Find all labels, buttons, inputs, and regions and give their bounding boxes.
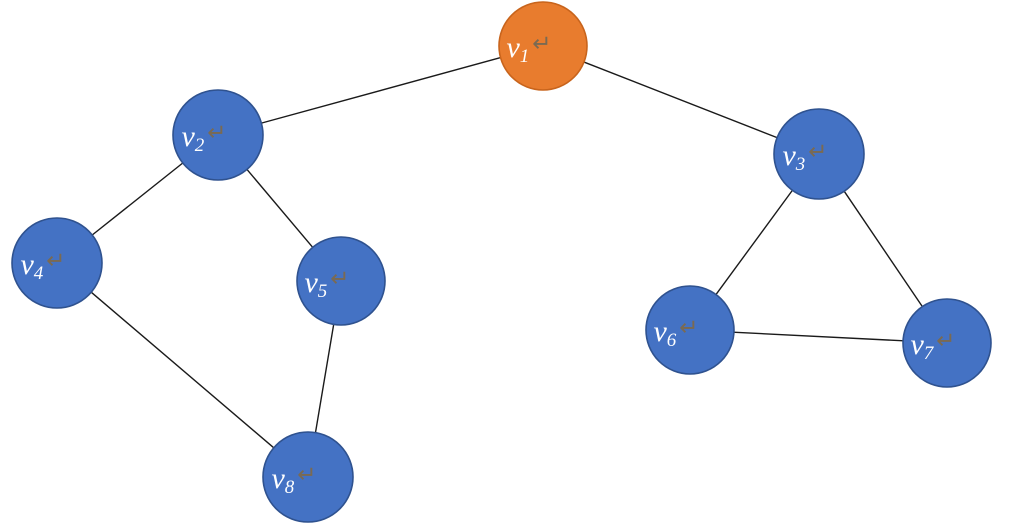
node-return-glyph-v6: ↵ bbox=[679, 315, 698, 341]
node-return-glyph-v1: ↵ bbox=[532, 31, 551, 57]
graph-node-v2[interactable]: v2↵ bbox=[172, 89, 264, 181]
node-label-subscript-v8: 8 bbox=[285, 477, 295, 498]
node-label-base-v1: v bbox=[506, 31, 520, 64]
graph-node-v3[interactable]: v3↵ bbox=[773, 108, 865, 200]
node-circle-v7[interactable] bbox=[902, 298, 992, 388]
node-label-base-v6: v bbox=[653, 315, 667, 348]
node-circle-v3[interactable] bbox=[773, 108, 865, 200]
node-circle-v6[interactable] bbox=[645, 285, 735, 375]
node-label-subscript-v7: 7 bbox=[924, 343, 935, 364]
node-label-v1: v1↵ bbox=[506, 31, 551, 68]
graph-edge-v2-v5 bbox=[245, 168, 314, 249]
node-label-v5: v5↵ bbox=[304, 266, 349, 303]
node-label-base-v5: v bbox=[304, 266, 318, 299]
node-label-v6: v6↵ bbox=[653, 315, 698, 352]
node-circle-v4[interactable] bbox=[11, 217, 103, 309]
graph-edge-v1-v2 bbox=[260, 56, 502, 125]
node-label-v7: v7↵ bbox=[910, 328, 955, 365]
node-label-subscript-v4: 4 bbox=[34, 263, 44, 284]
node-label-base-v8: v bbox=[271, 462, 285, 495]
node-label-v8: v8↵ bbox=[271, 462, 316, 499]
node-label-base-v7: v bbox=[910, 328, 924, 361]
node-return-glyph-v7: ↵ bbox=[936, 328, 955, 354]
graph-node-v4[interactable]: v4↵ bbox=[11, 217, 103, 309]
graph-edge-v2-v4 bbox=[91, 161, 184, 237]
node-circle-v8[interactable] bbox=[262, 431, 354, 523]
node-return-glyph-v8: ↵ bbox=[297, 462, 316, 488]
node-label-base-v4: v bbox=[20, 248, 34, 281]
graph-edge-v3-v6 bbox=[714, 189, 794, 296]
node-label-subscript-v1: 1 bbox=[520, 46, 530, 67]
graph-edge-v1-v3 bbox=[582, 61, 779, 139]
node-return-glyph-v2: ↵ bbox=[207, 120, 226, 146]
graph-node-v8[interactable]: v8↵ bbox=[262, 431, 354, 523]
node-return-glyph-v3: ↵ bbox=[808, 139, 827, 165]
node-label-base-v2: v bbox=[181, 120, 195, 153]
graph-edge-v6-v7 bbox=[732, 331, 905, 342]
node-label-base-v3: v bbox=[782, 139, 796, 172]
node-label-subscript-v6: 6 bbox=[667, 330, 677, 351]
node-label-v2: v2↵ bbox=[181, 120, 226, 157]
node-label-subscript-v2: 2 bbox=[195, 135, 205, 156]
node-label-subscript-v5: 5 bbox=[318, 281, 328, 302]
graph-edge-v3-v7 bbox=[843, 190, 924, 308]
graph-node-v5[interactable]: v5↵ bbox=[296, 236, 386, 326]
graph-edge-v5-v8 bbox=[314, 323, 335, 434]
node-circle-v1[interactable] bbox=[498, 1, 588, 91]
node-circle-v2[interactable] bbox=[172, 89, 264, 181]
edge-layer bbox=[90, 56, 924, 449]
node-label-subscript-v3: 3 bbox=[795, 154, 806, 175]
graph-node-v7[interactable]: v7↵ bbox=[902, 298, 992, 388]
node-layer: v1↵v2↵v3↵v4↵v5↵v6↵v7↵v8↵ bbox=[11, 1, 992, 523]
graph-edge-v4-v8 bbox=[90, 291, 275, 449]
graph-node-v6[interactable]: v6↵ bbox=[645, 285, 735, 375]
graph-node-v1[interactable]: v1↵ bbox=[498, 1, 588, 91]
node-return-glyph-v5: ↵ bbox=[330, 266, 349, 292]
node-return-glyph-v4: ↵ bbox=[46, 248, 65, 274]
node-label-v3: v3↵ bbox=[782, 139, 827, 176]
node-label-v4: v4↵ bbox=[20, 248, 65, 285]
node-circle-v5[interactable] bbox=[296, 236, 386, 326]
